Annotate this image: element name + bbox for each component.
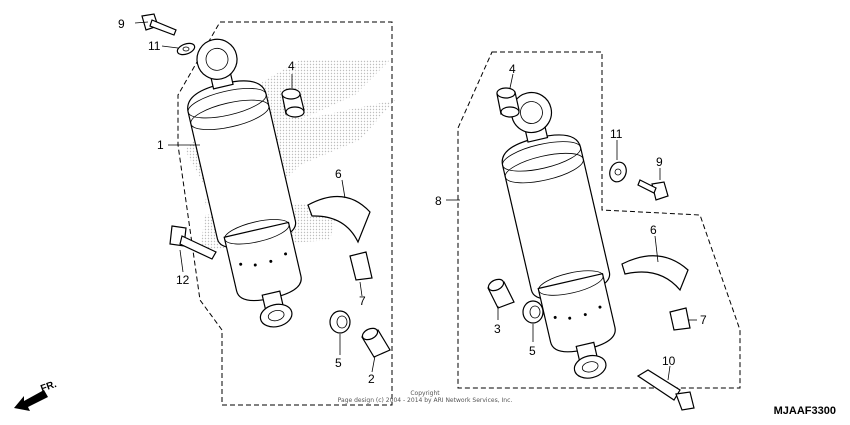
callout-10: 10 [662,354,676,368]
bolt-9-left [141,13,177,36]
pad-7-right [669,307,691,331]
shock-absorber-left [187,38,302,328]
callout-9-left: 9 [118,17,125,31]
bushing-4-left [281,88,305,118]
rubber-6-left [307,195,371,244]
copyright-line-1: Copyright [410,390,440,397]
bolt-12 [169,225,217,260]
callout-6-right: 6 [650,223,657,237]
front-direction-label: FR. [39,379,58,395]
callout-8: 8 [435,194,442,208]
collar-3 [487,278,515,309]
bolt-10 [636,369,695,411]
bushing-4-right [496,87,520,118]
callout-7-left: 7 [359,294,366,308]
collar-2 [361,327,391,358]
copyright-line-2: Page design (c) 2004 - 2014 by ARI Netwo… [338,397,513,404]
callout-2: 2 [368,372,375,386]
assembly-8-frame [457,51,741,389]
washer-11-right [609,161,627,183]
callout-11-left: 11 [148,39,161,53]
callout-4-left: 4 [288,59,295,73]
bushing-5-left [329,310,351,334]
shock-absorber-right [501,91,616,379]
callout-5-left: 5 [335,356,342,370]
assembly-1-frame [177,21,393,406]
callout-12: 12 [176,273,190,287]
callout-6-left: 6 [335,167,342,181]
callout-7-right: 7 [700,313,707,327]
bushing-5-right [522,300,544,324]
callout-3: 3 [494,322,501,336]
callout-5-right: 5 [529,344,536,358]
callout-4-right: 4 [509,62,516,76]
front-direction-arrow: FR. [14,379,58,411]
diagram-code: MJAAF3300 [774,405,836,417]
washer-11-left [176,42,196,56]
callout-11-right: 11 [610,127,623,141]
callout-1: 1 [157,138,164,152]
pad-7-left [349,251,373,281]
callout-9-right: 9 [656,155,663,169]
bolt-9-right [637,179,669,201]
rubber-6-right [621,255,689,292]
